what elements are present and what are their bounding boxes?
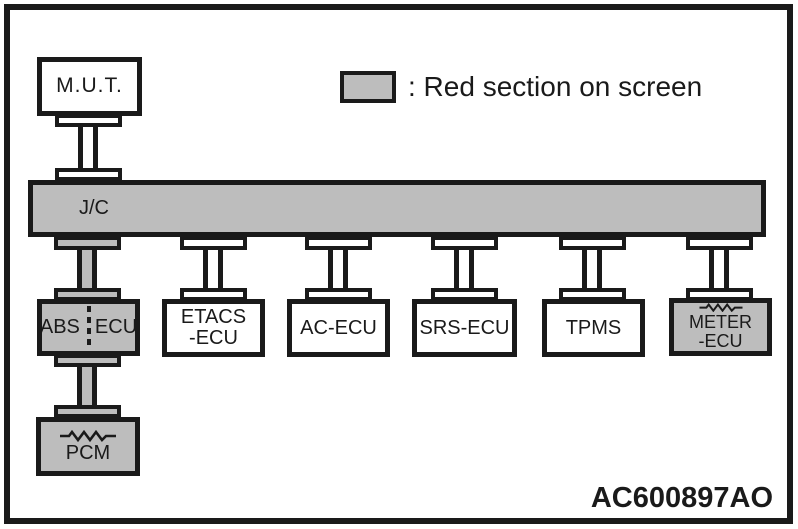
junction-bus: J/C [28, 180, 766, 237]
node-pcm-label: PCM [65, 441, 111, 464]
node-mut-label: M.U.T. [56, 74, 123, 98]
junction-bus-label: J/C [79, 197, 109, 219]
connector-column [78, 124, 98, 171]
termination-resistor-icon [60, 429, 116, 442]
connector-flange [54, 354, 121, 367]
connector-bus-to-ac [305, 236, 372, 301]
connector-bus-to-srs [431, 236, 498, 301]
connector-column [454, 248, 474, 292]
node-abs-label-right: ECU [94, 316, 138, 338]
connector-mut-to-bus [55, 114, 122, 181]
connector-bus-to-meter [686, 236, 753, 301]
node-srs-ecu: SRS-ECU [412, 299, 517, 357]
connector-flange [55, 114, 122, 127]
connector-flange [180, 288, 247, 301]
connector-bus-to-etacs [180, 236, 247, 301]
connector-flange [559, 236, 626, 250]
connector-flange [54, 288, 121, 301]
termination-resistor-icon [698, 303, 743, 313]
connector-column [77, 365, 97, 407]
connector-flange [54, 405, 121, 418]
abs-ecu-dashed-divider [86, 306, 91, 349]
connector-flange [55, 168, 122, 181]
connector-bus-to-abs [54, 236, 121, 301]
node-abs-label-left: ABS [39, 316, 80, 338]
connector-abs-to-pcm [54, 354, 121, 418]
legend-label: : Red section on screen [408, 71, 703, 102]
node-tpms: TPMS [542, 299, 645, 357]
connector-column [77, 248, 97, 292]
node-etacs-label: ETACS -ECU [180, 306, 247, 349]
node-tpms-label: TPMS [565, 316, 622, 339]
node-srs-label: SRS-ECU [419, 316, 510, 339]
diagram-border [4, 4, 793, 524]
figure-code: AC600897AO [590, 482, 773, 514]
node-meter-ecu: METER -ECU [669, 298, 772, 356]
node-meter-label: METER -ECU [689, 312, 752, 352]
connector-flange [431, 236, 498, 250]
connector-flange [54, 236, 121, 250]
connector-column [328, 248, 348, 292]
node-abs-ecu: ABS ECU [37, 299, 140, 356]
connector-flange [559, 288, 626, 301]
connector-flange [180, 236, 247, 250]
connector-flange [431, 288, 498, 301]
node-ac-ecu: AC-ECU [287, 299, 390, 357]
node-ac-label: AC-ECU [300, 316, 377, 339]
connector-column [582, 248, 602, 292]
connector-bus-to-tpms [559, 236, 626, 301]
connector-column [203, 248, 223, 292]
connector-flange [686, 236, 753, 250]
node-mut: M.U.T. [37, 57, 142, 116]
connector-flange [305, 236, 372, 250]
node-etacs-ecu: ETACS -ECU [162, 299, 265, 357]
connector-column [709, 248, 729, 292]
connector-flange [686, 288, 753, 301]
connector-flange [305, 288, 372, 301]
legend-highlight-swatch [340, 71, 396, 103]
node-pcm: PCM [36, 417, 140, 476]
